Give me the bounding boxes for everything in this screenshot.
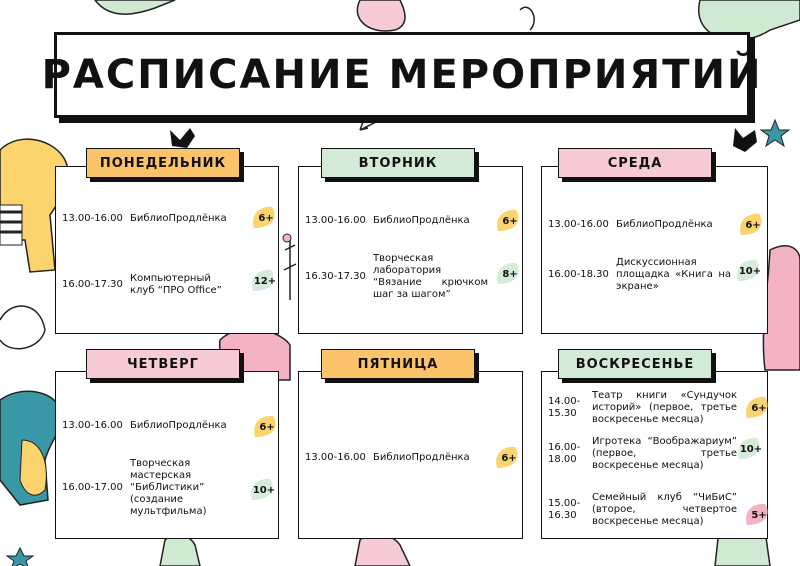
title-box: РАСПИСАНИЕ МЕРОПРИЯТИЙ	[42, 32, 760, 118]
event-title: Семейный клуб “ЧиБиС” (второе, четвертое…	[592, 492, 737, 527]
event-title: Творческая мастерская “БибЛистики” (созд…	[130, 458, 207, 517]
day-header-friday: ПЯТНИЦА	[321, 349, 475, 379]
event-row: 13.00-16.00 БиблиоПродлёнка	[62, 213, 272, 225]
event-time: 16.00-17.30	[62, 279, 123, 290]
event-row: 13.00-16.00 БиблиоПродлёнка	[548, 219, 761, 231]
event-time: 13.00-16.00	[62, 213, 123, 224]
event-time: 16.00-17.00	[62, 482, 123, 493]
age-badge: 10+	[738, 437, 764, 460]
age-label: 10+	[252, 484, 276, 496]
event-title: БиблиоПродлёнка	[616, 219, 713, 230]
day-card-monday: 13.00-16.00 БиблиоПродлёнка 16.00-17.30 …	[55, 166, 279, 334]
leaf-icon	[254, 415, 276, 437]
age-label: 6+	[259, 421, 275, 433]
event-title: БиблиоПродлёнка	[130, 420, 227, 431]
age-badge: 6+	[254, 415, 280, 438]
age-badge: 6+	[253, 206, 279, 229]
day-card-sunday: 14.00-15.30 Театр книги «Сундучок истори…	[541, 371, 768, 539]
day-name: ПЯТНИЦА	[357, 356, 439, 372]
event-time: 16.30-17.30	[305, 271, 366, 282]
event-time: 13.00-16.00	[305, 452, 366, 463]
event-row: 13.00-16.00 БиблиоПродлёнка	[62, 420, 272, 432]
event-row: 13.00-16.00 БиблиоПродлёнка	[305, 215, 516, 227]
age-label: 10+	[739, 443, 763, 455]
event-title: Дискуссионная площадка «Книга на экране»	[616, 257, 731, 292]
leaf-icon	[737, 259, 759, 281]
leaf-icon	[497, 209, 519, 231]
age-label: 6+	[258, 212, 274, 224]
day-name: ВОСКРЕСЕНЬЕ	[575, 356, 695, 372]
age-badge: 10+	[251, 478, 277, 501]
event-title: БиблиоПродлёнка	[373, 215, 470, 226]
leaf-icon	[497, 262, 519, 284]
event-title: Компьютерный клуб “ПРО Office”	[130, 273, 222, 296]
event-row: 16.00-18.00 Игротека “Воображариум” (пер…	[548, 436, 737, 472]
day-name: СРЕДА	[607, 155, 663, 171]
age-badge: 6+	[497, 209, 523, 232]
event-time: 13.00-16.00	[548, 219, 609, 230]
event-title: БиблиоПродлёнка	[130, 213, 227, 224]
day-card-wednesday: 13.00-16.00 БиблиоПродлёнка 16.00-18.30 …	[541, 166, 768, 334]
day-header-monday: ПОНЕДЕЛЬНИК	[86, 148, 240, 178]
event-row: 14.00-15.30 Театр книги «Сундучок истори…	[548, 390, 737, 426]
age-label: 6+	[745, 219, 761, 231]
age-label: 10+	[738, 265, 762, 277]
event-row: 16.00-17.00 Творческая мастерская “БибЛи…	[62, 458, 244, 518]
age-badge: 10+	[737, 259, 763, 282]
event-title: Театр книги «Сундучок историй» (первое, …	[592, 390, 737, 425]
leaf-icon	[496, 446, 518, 468]
event-time: 13.00-16.00	[62, 420, 123, 431]
day-header-thursday: ЧЕТВЕРГ	[86, 349, 240, 379]
age-label: 6+	[501, 452, 517, 464]
leaf-icon	[738, 437, 760, 459]
age-label: 6+	[502, 215, 518, 227]
event-time: 16.00-18.30	[548, 269, 609, 280]
day-card-friday: 13.00-16.00 БиблиоПродлёнка	[298, 371, 523, 539]
event-row: 16.30-17.30 Творческая лаборатория “Вяза…	[305, 253, 488, 301]
day-name: ВТОРНИК	[358, 155, 438, 171]
event-title: Творческая лаборатория “Вязание крючком …	[373, 253, 488, 300]
day-card-thursday: 13.00-16.00 БиблиоПродлёнка 16.00-17.00 …	[55, 371, 279, 539]
day-header-wednesday: СРЕДА	[558, 148, 712, 178]
leaf-icon	[252, 269, 274, 291]
day-name: ЧЕТВЕРГ	[127, 356, 199, 372]
day-header-tuesday: ВТОРНИК	[321, 148, 475, 178]
day-card-tuesday: 13.00-16.00 БиблиоПродлёнка 16.30-17.30 …	[298, 166, 523, 334]
leaf-icon	[251, 478, 273, 500]
day-header-sunday: ВОСКРЕСЕНЬЕ	[558, 349, 712, 379]
event-time: 15.00-16.30	[548, 498, 581, 521]
event-row: 16.00-18.30 Дискуссионная площадка «Книг…	[548, 257, 731, 293]
age-badge: 12+	[252, 269, 278, 292]
day-name: ПОНЕДЕЛЬНИК	[99, 155, 227, 171]
age-badge: 8+	[497, 262, 523, 285]
event-time: 13.00-16.00	[305, 215, 366, 226]
age-label: 6+	[751, 402, 767, 414]
age-badge: 6+	[746, 396, 772, 419]
leaf-icon	[746, 503, 768, 525]
event-row: 16.00-17.30 Компьютерный клуб “ПРО Offic…	[62, 273, 238, 297]
leaf-icon	[746, 396, 768, 418]
event-time: 16.00-18.00	[548, 442, 581, 465]
event-row: 13.00-16.00 БиблиоПродлёнка	[305, 452, 516, 464]
leaf-icon	[253, 206, 275, 228]
event-title: Игротека “Воображариум” (первое, третье …	[592, 436, 737, 471]
event-title: БиблиоПродлёнка	[373, 452, 470, 463]
page-title: РАСПИСАНИЕ МЕРОПРИЯТИЙ	[41, 52, 763, 98]
age-badge: 6+	[740, 213, 766, 236]
age-label: 12+	[253, 275, 277, 287]
age-label: 5+	[751, 509, 767, 521]
age-badge: 6+	[496, 446, 522, 469]
age-label: 8+	[502, 268, 518, 280]
event-time: 14.00-15.30	[548, 396, 581, 419]
event-row: 15.00-16.30 Семейный клуб “ЧиБиС” (второ…	[548, 492, 737, 528]
age-badge: 5+	[746, 503, 772, 526]
leaf-icon	[740, 213, 762, 235]
